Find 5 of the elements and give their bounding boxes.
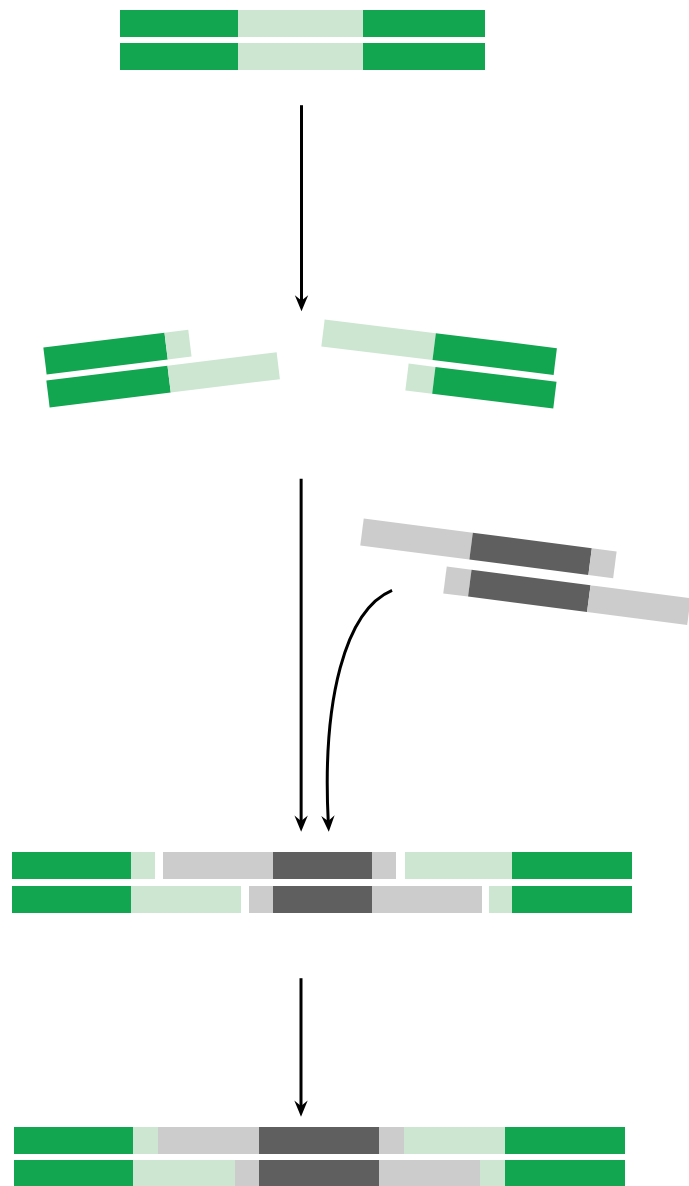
dna-duplex — [120, 10, 485, 70]
dna-duplex — [12, 852, 632, 913]
dna-duplex — [14, 1127, 625, 1186]
dna-duplex — [43, 319, 557, 409]
dna-duplex — [360, 518, 689, 626]
